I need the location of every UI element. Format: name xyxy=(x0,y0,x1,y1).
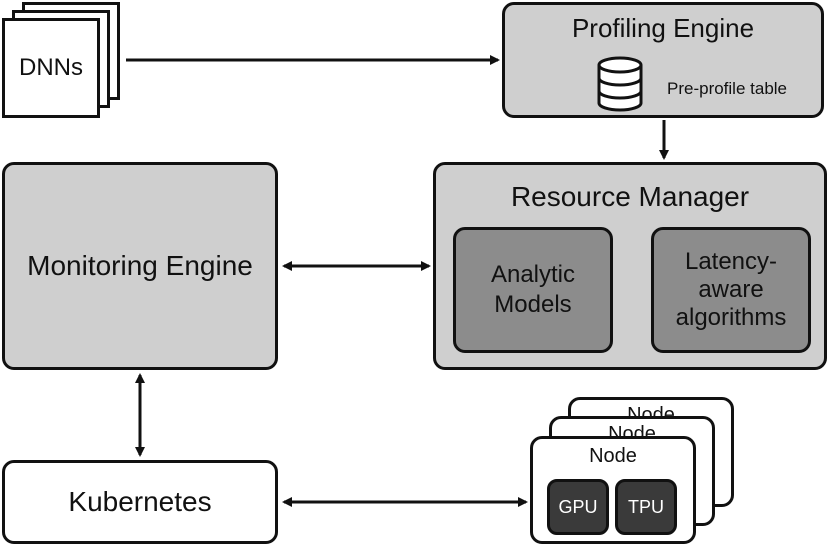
kubernetes-box: Kubernetes xyxy=(2,460,278,544)
node-card-front: Node GPU TPU xyxy=(530,436,696,544)
monitoring-engine-title: Monitoring Engine xyxy=(27,250,253,281)
gpu-label: GPU xyxy=(558,496,598,517)
pre-profile-table-label: Pre-profile table xyxy=(667,79,788,98)
monitoring-engine-box: Monitoring Engine xyxy=(2,162,278,370)
dnns-label: DNNs xyxy=(19,54,83,81)
database-icon xyxy=(597,56,643,112)
resource-manager-title: Resource Manager xyxy=(510,181,750,212)
latency-algorithms-label: Latency- aware algorithms xyxy=(675,248,787,331)
profiling-engine-box: Profiling Engine Pre-profile table xyxy=(502,2,824,118)
tpu-label: TPU xyxy=(628,496,664,517)
profiling-engine-title: Profiling Engine xyxy=(571,13,755,43)
dnns-box: DNNs xyxy=(2,18,100,118)
resource-manager-box: Resource Manager Analytic Models Latency… xyxy=(433,162,827,370)
kubernetes-title: Kubernetes xyxy=(68,486,212,517)
tpu-chip: TPU xyxy=(615,479,677,535)
gpu-chip: GPU xyxy=(547,479,609,535)
latency-algorithms-box: Latency- aware algorithms xyxy=(651,227,811,353)
analytic-models-label: Analytic Models xyxy=(490,261,576,318)
node-front-label: Node xyxy=(589,445,637,467)
analytic-models-box: Analytic Models xyxy=(453,227,613,353)
